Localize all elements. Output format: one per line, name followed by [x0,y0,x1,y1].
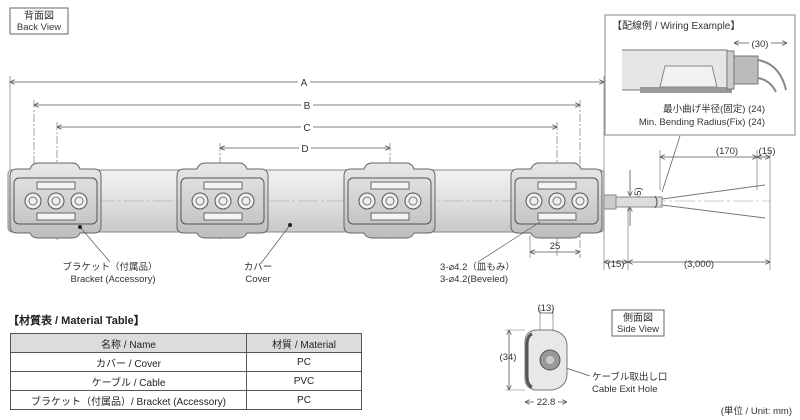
side-width-top: (13) [538,303,555,314]
wiring-example: 【配線例 / Wiring Example】 (30) 最小曲げ半径(固定) (… [604,14,796,136]
cable-exit-jp: ケーブル取出し口 [592,371,667,383]
cover-label-en: Cover [245,274,270,285]
material-table-title: 【材質表 / Material Table】 [8,315,145,327]
bracket-label-jp: ブラケット（付属品） [62,261,157,273]
cell-name: ケーブル / Cable [10,371,247,391]
svg-text:側面図: 側面図 [623,311,653,324]
table-row: ブラケット（付属品）/ Bracket (Accessory) PC [10,390,362,410]
svg-text:Side View: Side View [617,324,659,335]
side-view: 側面図 Side View (13) (34) 22.8 ケーブル取出し口 Ca… [500,303,668,408]
mounting-hole [381,192,399,210]
bracket [9,162,102,239]
dim-cable-dia: (⌀5) [633,187,644,204]
dimension-labels: A B C D 25 (15) (3,000) (170) (15) (⌀5) [298,76,775,270]
hole-label-jp: 3-⌀4.2（皿もみ） [440,261,515,273]
dim-b: B [304,101,311,112]
header-name: 名称 / Name [10,333,247,353]
bracket [343,162,436,239]
side-height: (34) [500,352,517,363]
cell-name: ブラケット（付属品）/ Bracket (Accessory) [10,390,247,410]
dim-bracket-pitch: 25 [550,241,561,252]
mounting-hole [548,192,566,210]
dim-wire-strip: (170) [716,146,738,157]
hole-label-en: 3-⌀4.2(Beveled) [440,274,508,285]
table-row: カバー / Cover PC [10,352,362,372]
back-view-label: 背面図 Back View [9,7,69,35]
leader-dots [78,223,292,229]
mounting-hole [214,192,232,210]
brackets [9,162,603,239]
header-material: 材質 / Material [246,333,362,353]
cover-label-jp: カバー [244,262,273,273]
bend-radius-en: Min. Bending Radius(Fix) (24) [639,117,765,128]
unit-label: (単位 / Unit: mm) [721,405,792,417]
dim-c: C [303,123,310,134]
svg-text:背面図: 背面図 [24,9,54,22]
bracket [176,162,269,239]
bend-radius-jp: 最小曲げ半径(固定) (24) [663,103,765,115]
dim-cable-offset: (15) [608,259,625,270]
mounting-hole [47,192,65,210]
wiring-length: (30) [752,39,769,50]
cell-material: PC [246,390,362,410]
table-row: ケーブル / Cable PVC [10,371,362,391]
mounting-hole [571,192,589,210]
cable [603,184,766,219]
leader-lines [79,76,681,377]
bracket-label-en: Bracket (Accessory) [71,274,156,285]
material-table: 名称 / Name 材質 / Material カバー / Cover PC ケ… [10,333,362,410]
mounting-hole [191,192,209,210]
cell-name: カバー / Cover [10,352,247,372]
mounting-hole [358,192,376,210]
side-width-bottom: 22.8 [537,397,556,408]
mounting-hole [24,192,42,210]
part-labels: ブラケット（付属品） Bracket (Accessory) カバー Cover… [62,261,514,285]
cell-material: PVC [246,371,362,391]
mounting-hole [70,192,88,210]
svg-text:Back View: Back View [17,22,61,33]
dim-cable-length: (3,000) [684,259,714,270]
mounting-hole [404,192,422,210]
mounting-hole [525,192,543,210]
dim-d: D [301,144,308,155]
bracket [510,162,603,239]
cable-exit-en: Cable Exit Hole [592,384,657,395]
table-header-row: 名称 / Name 材質 / Material [10,333,362,353]
dim-wire-end: (15) [759,146,776,157]
cell-material: PC [246,352,362,372]
wiring-example-title: 【配線例 / Wiring Example】 [612,19,740,32]
mounting-hole [237,192,255,210]
dim-a: A [301,78,308,89]
